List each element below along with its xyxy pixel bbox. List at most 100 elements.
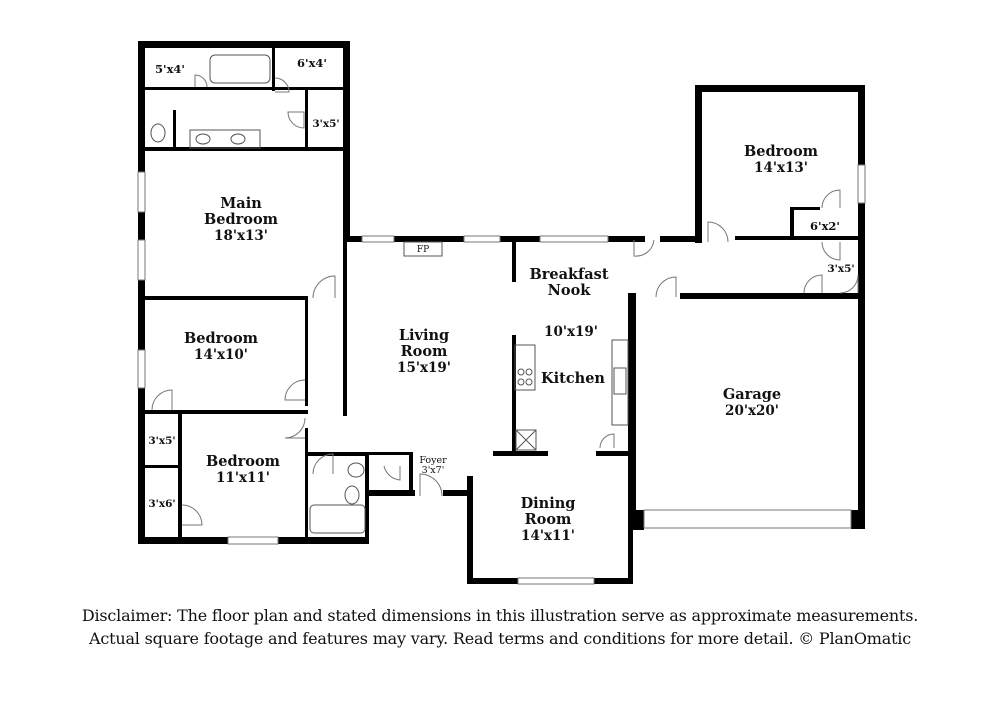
door-swing [181,504,203,526]
bath-closet-right-dim: 6'x4' [297,56,327,70]
door-swing [655,276,677,298]
window [539,235,609,243]
door-swing [419,473,443,497]
stove-icon [514,344,536,391]
kitchen-name: Kitchen [541,370,605,387]
fireplace-label: FP [417,245,429,255]
dishwasher-icon [515,429,537,451]
door-swing [383,465,401,481]
living-room-dim: 15'x19' [397,360,451,376]
wall [173,110,176,150]
toilet-icon [150,123,166,143]
door-swing [312,275,336,299]
foyer-dim: 3'x7' [422,465,445,476]
door-swing [194,74,208,88]
garage-door [643,509,852,529]
burner-icon [517,368,525,376]
door-swing [839,274,859,294]
wall [365,490,415,496]
fixtures [150,54,629,534]
wall [305,452,365,456]
wall [178,410,182,544]
disclaimer-line-1: Disclaimer: The floor plan and stated di… [81,606,919,625]
wall [343,236,347,416]
wall [512,236,516,282]
floor-plan: 5'x4' 6'x4' 3'x5' Main Bedroom 18'x13' B… [137,41,866,585]
bedroom-3-name: Bedroom [206,453,281,470]
door-swing [803,274,823,294]
door-swing [284,417,306,439]
burner-icon [517,378,525,386]
foyer-name: Foyer [419,455,447,466]
window [137,349,146,389]
doors [151,74,859,526]
sink-icon [195,133,211,145]
wall [305,428,308,544]
sink-icon [347,462,365,478]
breakfast-nook-dim: 10'x19' [544,324,598,340]
wall [790,207,794,239]
dining-room-name-2: Room [525,511,572,528]
dining-room-dim: 14'x11' [521,528,575,544]
closet-b-dim: 3'x6' [148,498,175,510]
window [227,536,279,545]
walls [138,41,865,584]
wall [138,465,182,468]
disclaimer-line-2: Actual square footage and features may v… [89,629,911,648]
window [517,577,595,585]
room-labels: 5'x4' 6'x4' 3'x5' Main Bedroom 18'x13' B… [148,56,854,544]
bedroom-4-name: Bedroom [744,143,819,160]
window [463,235,501,243]
sink-icon [613,367,627,395]
bathtub-icon [309,504,366,534]
window [137,239,146,281]
wall [138,41,350,48]
wall [409,452,413,494]
door-swing [821,241,841,261]
counter-icon [611,339,629,426]
windows [137,164,866,585]
wall [305,89,308,149]
burner-icon [525,378,533,386]
dining-room-name-1: Dining [521,495,576,512]
wall [858,85,865,529]
bedroom-3-dim: 11'x11' [216,470,270,486]
wall [630,293,636,528]
door-swing [599,433,615,449]
window [137,171,146,213]
closet-c-dim: 6'x2' [810,219,840,233]
wall [365,452,413,455]
main-bedroom-name-1: Main [220,195,262,212]
closet-a-dim: 3'x5' [148,435,175,447]
wall [443,490,473,496]
toilet-icon [344,485,360,505]
main-bedroom-name-2: Bedroom [204,211,279,228]
wall [695,85,865,92]
breakfast-nook-name-1: Breakfast [529,266,608,283]
wall [365,452,369,544]
wall [343,41,350,237]
door-swing [633,239,655,257]
wall [305,537,369,544]
door-swing [284,379,306,401]
wall [272,41,275,91]
wall [851,510,865,529]
wall [138,296,308,300]
garage-dim: 20'x20' [725,403,779,419]
wall [680,293,865,299]
door-swing [821,189,841,209]
wall [630,510,644,530]
bedroom-2-dim: 14'x10' [194,347,248,363]
door-swing [707,221,729,243]
garage-name: Garage [723,386,781,403]
wall [512,335,516,455]
vanity-icon [189,129,261,149]
wall [790,207,820,210]
main-bedroom-dim: 18'x13' [214,228,268,244]
wall [660,236,702,242]
door-swing [312,453,334,475]
dishwasher-icon [515,429,537,451]
disclaimer: Disclaimer: The floor plan and stated di… [0,604,1000,650]
wall [305,296,308,406]
window [361,235,395,243]
